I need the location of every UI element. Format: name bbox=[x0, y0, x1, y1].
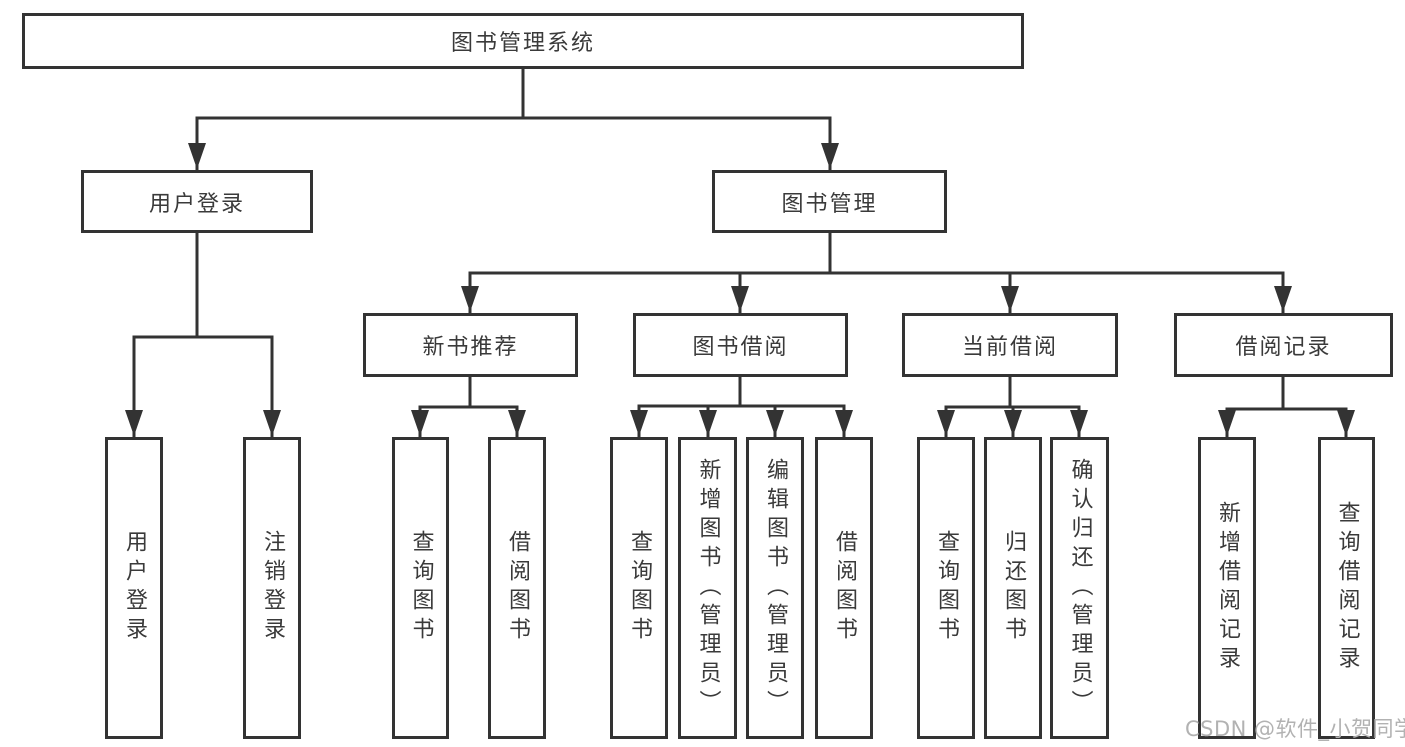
node-label: 新书推荐 bbox=[422, 335, 519, 360]
connector-borrowrecords-to-leaves bbox=[1225, 377, 1348, 437]
leaf-query-book-current: 查询图书 bbox=[917, 437, 975, 739]
node-label: 图书管理 bbox=[781, 191, 878, 217]
connector-paths bbox=[132, 69, 1348, 437]
node-label: 查询图书 bbox=[934, 530, 959, 646]
arrowhead-icon bbox=[1274, 286, 1292, 312]
node-current-borrow: 当前借阅 bbox=[902, 313, 1118, 377]
arrowhead-icon bbox=[821, 143, 839, 169]
arrowhead-icon bbox=[411, 410, 429, 436]
leaf-borrow-book-recommend: 借阅图书 bbox=[488, 437, 546, 739]
arrowhead-icon bbox=[731, 286, 749, 312]
arrowhead-icon bbox=[461, 286, 479, 312]
arrowhead-icon bbox=[1001, 286, 1019, 312]
connector-bookmgmt-to-level3 bbox=[468, 233, 1285, 313]
node-borrow-records: 借阅记录 bbox=[1174, 313, 1393, 377]
node-label: 图书管理系统 bbox=[450, 31, 595, 56]
node-label: 查询图书 bbox=[408, 530, 434, 646]
node-book-borrow: 图书借阅 bbox=[633, 313, 848, 377]
node-label: 归还图书 bbox=[1001, 530, 1026, 646]
connector-newbook-to-leaves bbox=[418, 377, 519, 437]
leaf-logout: 注销登录 bbox=[243, 437, 301, 739]
arrowhead-icon bbox=[1004, 410, 1022, 436]
leaf-return-book: 归还图书 bbox=[984, 437, 1042, 739]
leaf-borrow-book: 借阅图书 bbox=[815, 437, 873, 739]
leaf-user-login: 用户登录 bbox=[105, 437, 163, 739]
arrowheads bbox=[125, 143, 1355, 436]
arrowhead-icon bbox=[1337, 410, 1355, 436]
node-label: 用户登录 bbox=[122, 530, 147, 646]
arrowhead-icon bbox=[263, 410, 281, 436]
arrowhead-icon bbox=[835, 410, 853, 436]
node-label: 借阅图书 bbox=[832, 530, 857, 646]
node-new-book-recommend: 新书推荐 bbox=[363, 313, 578, 377]
leaf-query-book-borrow: 查询图书 bbox=[610, 437, 668, 739]
node-label: 编辑图书（管理员） bbox=[763, 457, 788, 719]
node-root-system: 图书管理系统 bbox=[22, 13, 1024, 69]
leaf-confirm-return-admin: 确认归还（管理员） bbox=[1050, 437, 1109, 739]
node-label: 查询图书 bbox=[627, 530, 652, 646]
leaf-add-book-admin: 新增图书（管理员） bbox=[678, 437, 737, 739]
leaf-query-borrow-record: 查询借阅记录 bbox=[1318, 437, 1375, 739]
node-label: 新增借阅记录 bbox=[1215, 501, 1240, 675]
node-user-login: 用户登录 bbox=[81, 170, 313, 233]
node-label: 当前借阅 bbox=[961, 335, 1058, 360]
connector-root-to-level2 bbox=[195, 69, 832, 170]
arrowhead-icon bbox=[630, 410, 648, 436]
node-label: 借阅记录 bbox=[1235, 335, 1332, 360]
node-label: 查询借阅记录 bbox=[1334, 501, 1360, 675]
arrowhead-icon bbox=[188, 143, 206, 169]
node-label: 注销登录 bbox=[260, 530, 285, 646]
connector-bookborrow-to-leaves bbox=[637, 377, 846, 437]
node-book-management: 图书管理 bbox=[712, 170, 947, 233]
arrowhead-icon bbox=[699, 410, 717, 436]
arrowhead-icon bbox=[1218, 410, 1236, 436]
leaf-add-borrow-record: 新增借阅记录 bbox=[1198, 437, 1256, 739]
connector-userlogin-to-leaves bbox=[132, 233, 274, 437]
node-label: 确认归还（管理员） bbox=[1067, 457, 1093, 719]
node-label: 新增图书（管理员） bbox=[695, 457, 721, 719]
leaf-query-book-recommend: 查询图书 bbox=[392, 437, 449, 739]
arrowhead-icon bbox=[766, 410, 784, 436]
arrowhead-icon bbox=[937, 410, 955, 436]
node-label: 用户登录 bbox=[148, 191, 245, 217]
leaf-edit-book-admin: 编辑图书（管理员） bbox=[746, 437, 804, 739]
node-label: 图书借阅 bbox=[692, 335, 789, 360]
node-label: 借阅图书 bbox=[505, 530, 530, 646]
csdn-watermark: CSDN @软件_小贺同学 bbox=[1185, 717, 1405, 741]
arrowhead-icon bbox=[508, 410, 526, 436]
arrowhead-icon bbox=[1070, 410, 1088, 436]
arrowhead-icon bbox=[125, 410, 143, 436]
